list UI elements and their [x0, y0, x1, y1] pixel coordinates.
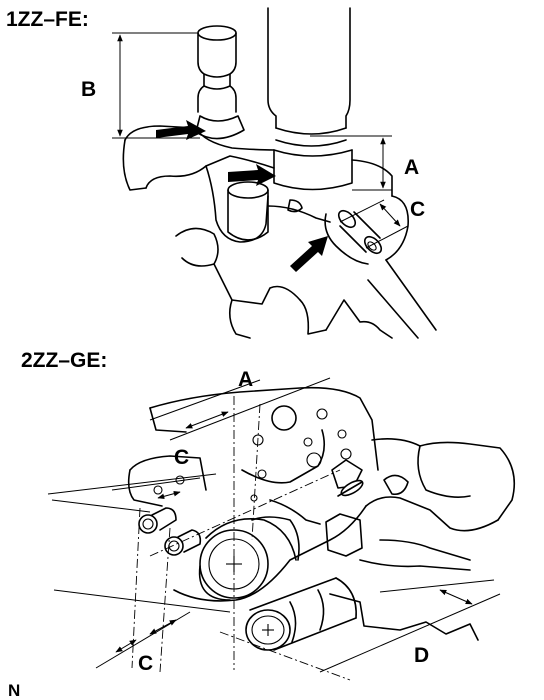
section-title-1zz-fe: 1ZZ–FE:: [6, 8, 89, 31]
figure-1zz-fe: 1ZZ–FE:: [6, 7, 437, 339]
bypass-pipe-1zz: [324, 209, 383, 265]
dimension-a-1zz: A: [310, 135, 419, 191]
lower-union-pipe: [245, 577, 357, 651]
small-union-pipe: [195, 25, 245, 140]
center-lines: [131, 396, 351, 681]
water-pump-housing: [122, 125, 437, 339]
figure-code: N: [8, 681, 20, 700]
label-c-upper: C: [174, 446, 189, 469]
label-a-2zz: A: [238, 368, 253, 391]
large-union-pipe: [267, 7, 353, 191]
water-outlet-housing: [127, 386, 516, 641]
label-c-1zz: C: [410, 198, 425, 221]
label-d: D: [414, 644, 429, 667]
dimension-c-1zz: C: [339, 198, 425, 249]
label-b: B: [81, 78, 96, 101]
dimension-b: B: [81, 32, 200, 139]
section-title-2zz-ge: 2ZZ–GE:: [21, 349, 107, 372]
figure-2zz-ge: 2ZZ–GE:: [21, 349, 516, 681]
label-a-1zz: A: [404, 156, 419, 179]
dimension-c-upper: C: [47, 446, 217, 513]
dimension-c-lower: C: [53, 589, 231, 675]
dimension-a-2zz: A: [149, 368, 331, 441]
label-c-lower: C: [138, 652, 153, 675]
dimension-d: D: [319, 579, 501, 673]
insert-arrows-1zz: [156, 120, 328, 272]
main-union-pipe: [198, 518, 297, 601]
